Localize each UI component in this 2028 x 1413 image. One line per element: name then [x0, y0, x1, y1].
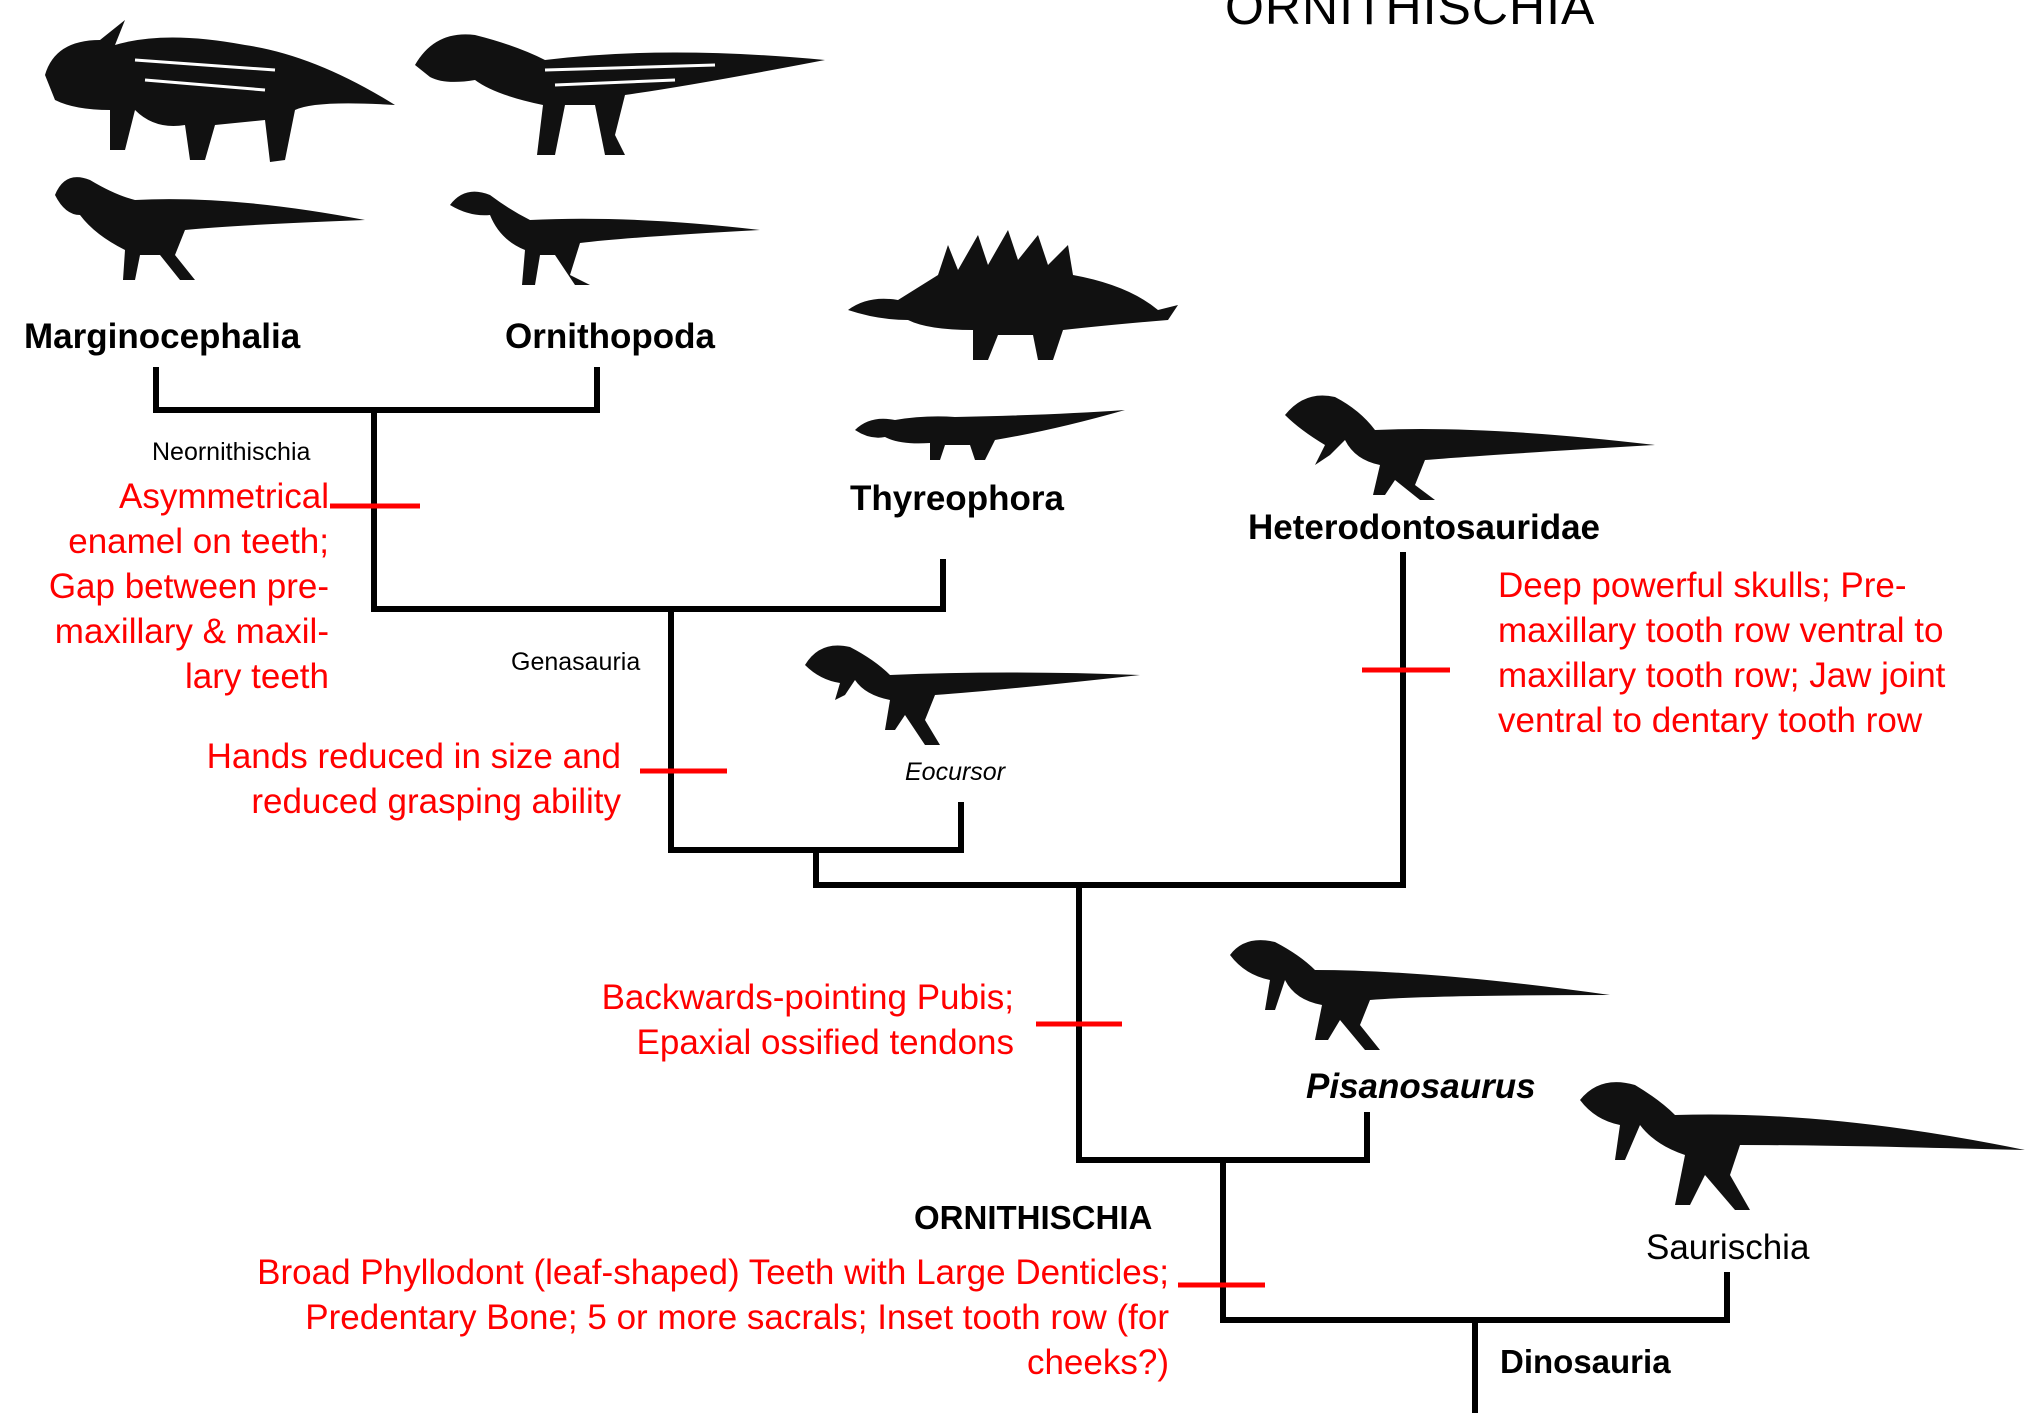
synapomorphy-neornithischia: Asymmetrical enamel on teeth; Gap betwee…	[49, 474, 329, 699]
stegosaurus-skeleton	[848, 230, 1178, 360]
label-marginocephalia: Marginocephalia	[24, 317, 300, 357]
eocursor-skeleton	[805, 645, 1140, 745]
label-dinosauria: Dinosauria	[1500, 1343, 1671, 1381]
small-ornithopod-skeleton	[450, 192, 760, 285]
figure-title: ORNITHISCHIA	[1225, 0, 1595, 36]
branch-heterodontosauridae	[816, 555, 1403, 885]
scelidosaurus-skeleton	[855, 410, 1125, 460]
pisanosaurus-skeleton	[1230, 940, 1610, 1050]
label-eocursor: Eocursor	[905, 758, 1005, 787]
label-pisanosaurus: Pisanosaurus	[1306, 1067, 1536, 1107]
herrerasaurus-skeleton	[1580, 1082, 2025, 1210]
triceratops-skeleton	[45, 20, 395, 162]
label-heterodontosauridae: Heterodontosauridae	[1248, 508, 1600, 548]
node-neornithischia: Neornithischia	[152, 438, 310, 467]
node-genasauria: Genasauria	[511, 648, 640, 677]
synapomorphy-post-pisanosaurus: Backwards-pointing Pubis; Epaxial ossifi…	[602, 975, 1014, 1065]
heterodontosaurus-skeleton	[1285, 395, 1655, 500]
pachycephalosaur-skeleton	[55, 177, 365, 280]
label-ornithischia: ORNITHISCHIA	[914, 1199, 1152, 1237]
branch-marginocephalia-ornithopoda	[156, 370, 597, 410]
synapomorphy-genasauria: Hands reduced in size and reduced graspi…	[207, 734, 621, 824]
label-ornithopoda: Ornithopoda	[505, 317, 715, 357]
synapomorphy-ornithischia: Broad Phyllodont (leaf-shaped) Teeth wit…	[257, 1250, 1169, 1385]
hadrosaur-skeleton	[415, 34, 825, 155]
label-saurischia: Saurischia	[1646, 1228, 1809, 1268]
synapomorphy-heterodontosauridae: Deep powerful skulls; Pre- maxillary too…	[1498, 563, 1945, 743]
label-thyreophora: Thyreophora	[850, 479, 1064, 519]
